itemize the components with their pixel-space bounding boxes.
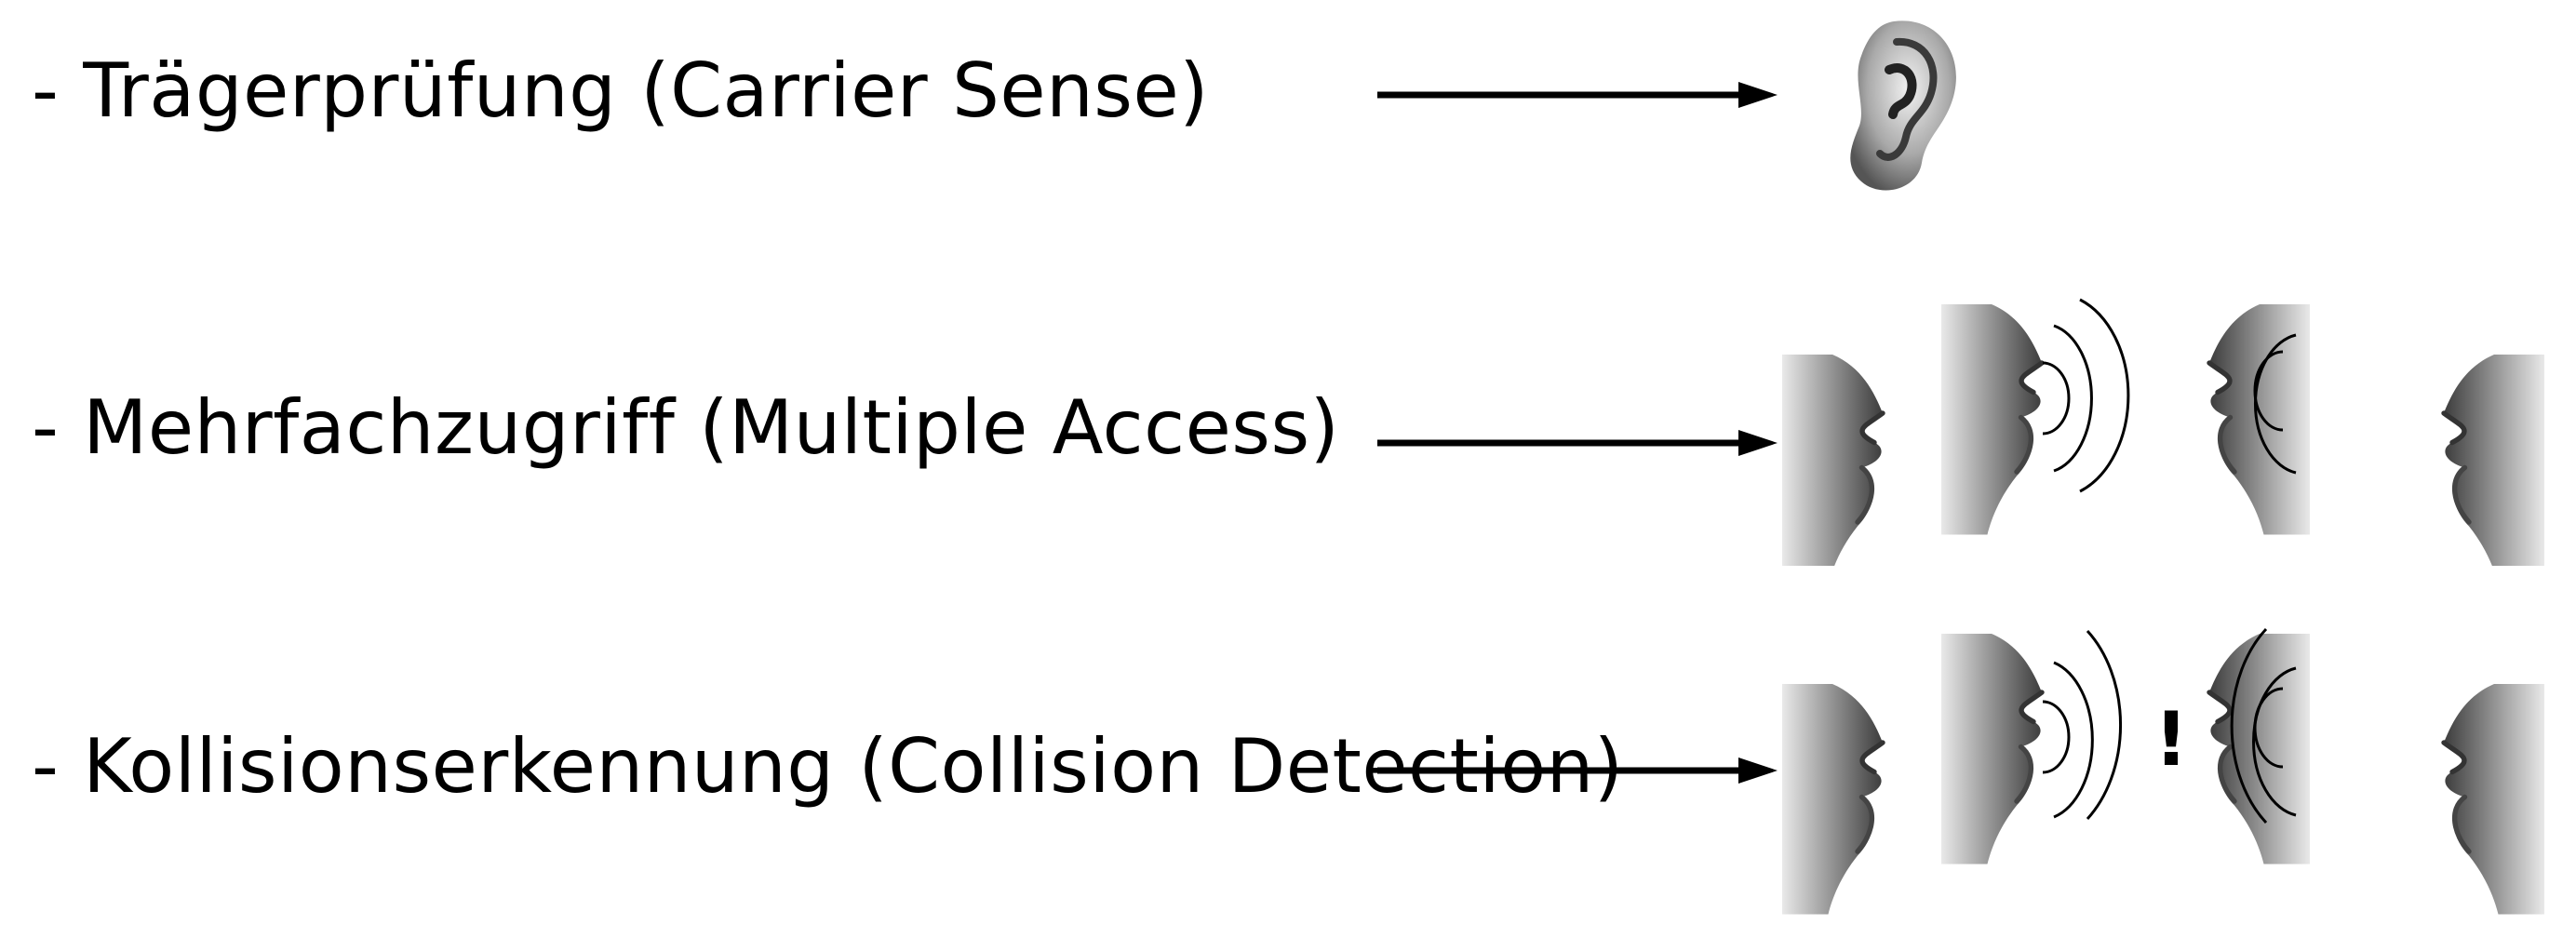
multiple-access-label: - Mehrfachzugriff (Multiple Access) xyxy=(32,384,1340,471)
ear-icon xyxy=(1850,20,1956,191)
colliding-sound-waves-icon: ! xyxy=(1782,627,2576,919)
collision-mark: ! xyxy=(2154,696,2188,783)
carrier-sense-label: - Trägerprüfung (Carrier Sense) xyxy=(32,47,1209,134)
collision-detection-label: - Kollisionserkennung (Collision Detecti… xyxy=(32,723,1624,810)
collision-detection-arrow xyxy=(1377,757,1778,784)
speaking-mouths-icon xyxy=(1782,298,2576,566)
carrier-sense-arrow xyxy=(1377,82,1778,108)
multiple-access-arrow xyxy=(1377,430,1778,456)
